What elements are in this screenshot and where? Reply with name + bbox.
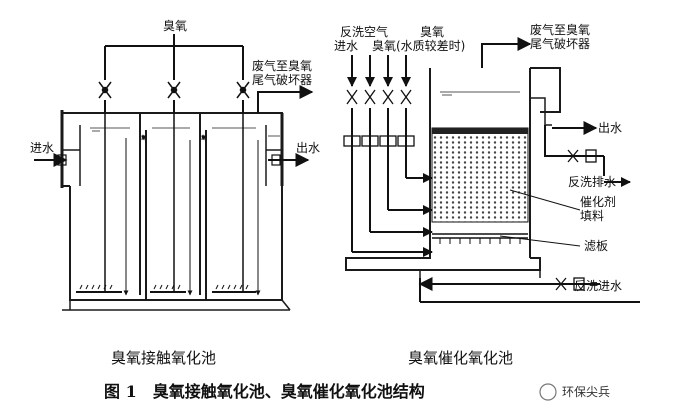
catalytic-outlets (418, 121, 640, 303)
right-ozone-label: 臭氧 (420, 24, 444, 39)
catalyst-bed (431, 127, 529, 223)
watermark-icon (539, 383, 557, 401)
supply-lines (347, 55, 433, 257)
catalyst-label-2: 填料 (580, 209, 604, 223)
right-inlet-label: 进水 (334, 39, 358, 53)
water-levels (90, 127, 280, 137)
backwash-drain-label: 反洗排水 (568, 175, 616, 189)
contact-flow-arrows (123, 134, 261, 296)
filter-nozzles (439, 238, 521, 244)
left-inlet-label: 进水 (30, 141, 54, 155)
right-outlet-label: 出水 (598, 121, 622, 135)
left-offgas-label-2: 尾气破坏器 (252, 72, 312, 87)
catalytic-water-level (440, 91, 520, 96)
left-ozone-label: 臭氧 (163, 18, 187, 33)
filter-plate-label: 滤板 (584, 239, 608, 253)
right-offgas-label-2: 尾气破坏器 (530, 36, 590, 51)
contact-tank (60, 110, 291, 311)
diffuser-bubbles (79, 284, 249, 290)
outlet-valve (271, 154, 281, 166)
watermark: 环保尖兵 (562, 385, 610, 399)
ozone-header (104, 34, 244, 292)
catalytic-offgas-pipe (481, 37, 532, 68)
ozone-valves (98, 81, 250, 99)
ozone-poor-label: 臭氧(水质较差时) (372, 38, 465, 53)
catalytic-tank (345, 67, 561, 278)
left-caption: 臭氧接触氧化池 (111, 349, 216, 367)
support-layer (432, 128, 528, 134)
left-outlet-label: 出水 (296, 141, 320, 155)
catalyst-label-1: 催化剂 (580, 194, 616, 209)
right-caption: 臭氧催化氧化池 (408, 349, 513, 367)
offgas-pipe (257, 85, 314, 113)
backwash-air-label: 反洗空气 (340, 24, 388, 39)
right-offgas-label-1: 废气至臭氧 (530, 22, 590, 37)
figure-caption: 图 1 臭氧接触氧化池、臭氧催化氧化池结构 (104, 382, 425, 401)
drain-valves (555, 149, 597, 291)
leader-lines (499, 189, 581, 247)
inlet-valve (57, 154, 67, 166)
backwash-inlet-label: 反洗进水 (574, 279, 622, 293)
supply-valves (343, 89, 415, 147)
left-offgas-label-1: 废气至臭氧 (252, 58, 312, 73)
